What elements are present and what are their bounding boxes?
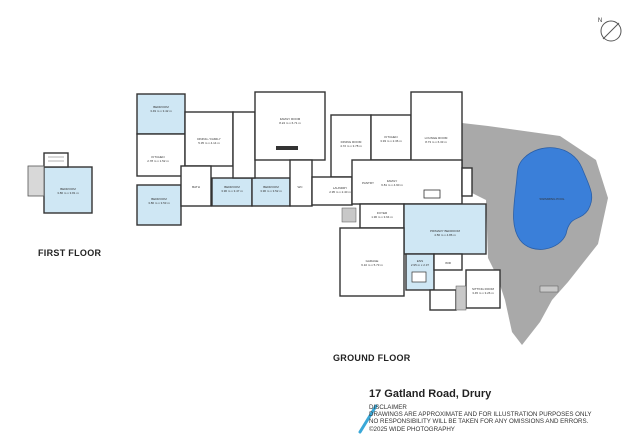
- compass-label: N: [598, 18, 602, 24]
- disclaimer-line-3: ©2025 WIDE PHOTOGRAPHY: [369, 425, 455, 433]
- disclaimer: DISCLAIMER DRAWINGS ARE APPROXIMATE AND …: [369, 404, 592, 433]
- sitting-deck: [455, 285, 467, 311]
- garage-label: GARAGE: [366, 259, 379, 263]
- wir-label: WIR: [445, 261, 452, 265]
- dining-family-label: DINING / FAMILY: [197, 137, 220, 141]
- disclaimer-title: DISCLAIMER: [369, 404, 407, 411]
- bedroom-mid2-label: BEDROOM: [263, 185, 279, 189]
- fireplace: [276, 146, 298, 150]
- bedroom-mid2: [251, 177, 291, 207]
- ground-floor-plan: BEDROOM 3.49 m x 3.42 m KITCHEN 2.78 m x…: [136, 91, 501, 311]
- pantry-label: PANTRY: [362, 181, 374, 185]
- disclaimer-line-2: NO RESPONSIBILITY WILL BE TAKEN FOR ANY …: [369, 418, 589, 426]
- wir: [433, 253, 463, 271]
- bedroom-top: [136, 93, 186, 135]
- primary-bedroom: [403, 203, 487, 255]
- foyer-label: FOYER: [377, 211, 388, 215]
- foyer-dims: 1.96 m x 3.64 m: [371, 215, 393, 219]
- kitchen-dims: 3.93 m x 2.36 m: [380, 139, 402, 143]
- primary-bedroom-dims: 4.56 m x 4.86 m: [434, 233, 456, 237]
- bedroom-top-dims: 3.49 m x 3.42 m: [150, 109, 172, 113]
- pool-furniture: [539, 285, 559, 293]
- bedroom-top-label: BEDROOM: [153, 105, 169, 109]
- wc-bath: [289, 159, 313, 207]
- family-room-label: FAMILY ROOM: [280, 117, 301, 121]
- lounge-step: [461, 167, 473, 197]
- kitchen: [370, 114, 412, 161]
- garage: [339, 227, 405, 297]
- laundry: [311, 176, 353, 206]
- ensuite-dims: 2.95 m x 2.37: [411, 263, 430, 267]
- primary-bedroom-label: PRIMARY BEDROOM: [430, 229, 460, 233]
- lounge-room: [410, 91, 463, 171]
- kitchenette-dims: 2.78 m x 1.52 m: [147, 159, 169, 163]
- first-floor-deck: [27, 165, 45, 197]
- bathtub: [411, 271, 427, 283]
- garage-dims: 6.10 m x 5.73 m: [361, 263, 383, 267]
- compass-icon: N: [598, 18, 622, 42]
- pool-label: SWIMMING POOL: [539, 197, 564, 201]
- bedroom-mid1-dims: 3.96 m x 3.47 m: [221, 189, 243, 193]
- ensuite-kitchenette: [136, 133, 186, 177]
- bedroom-mid2-dims: 3.96 m x 3.52 m: [260, 189, 282, 193]
- first-bedroom-label: BEDROOM: [60, 187, 76, 191]
- bedroom-mid1-label: BEDROOM: [224, 185, 240, 189]
- family-room-dims: 8.24 m x 6.71 m: [279, 121, 301, 125]
- wide-photography-logo: [358, 404, 378, 434]
- dining-room-label: DINING ROOM: [341, 140, 362, 144]
- dining-family-dims: 5.35 m x 4.14 m: [198, 141, 220, 145]
- kitchen-label: KITCHEN: [384, 135, 397, 139]
- kitchen-island: [423, 189, 441, 199]
- bedroom-left: [136, 184, 182, 226]
- laundry-label: LAUNDRY: [333, 186, 347, 190]
- foyer: [359, 203, 405, 229]
- bedroom-left-dims: 3.86 m x 3.53 m: [148, 201, 170, 205]
- family-label: FAMILY: [387, 179, 397, 183]
- kitchenette-label: KITCHEN: [151, 155, 164, 159]
- laundry-dims: 2.95 m x 2.40 m: [329, 190, 351, 194]
- bedroom-mid1: [211, 177, 253, 207]
- ensuite-label: ENS: [417, 259, 423, 263]
- lounge-room-label: LOUNGE ROOM: [425, 136, 448, 140]
- swimming-pool: [513, 147, 593, 250]
- sitting-room-dims: 3.45 m x 3.26 m: [472, 291, 494, 295]
- bath-label: BATH: [192, 185, 200, 189]
- disclaimer-line-1: DRAWINGS ARE APPROXIMATE AND FOR ILLUSTR…: [369, 411, 592, 419]
- first-floor-plan: BEDROOM 3.86 m x 3.81 m: [27, 152, 93, 214]
- sitting-ensuite: [429, 289, 457, 311]
- wc-label: WC: [298, 185, 304, 189]
- first-bedroom-dims: 3.86 m x 3.81 m: [57, 191, 79, 195]
- first-floor-label: FIRST FLOOR: [38, 248, 102, 258]
- sitting-room-label: SITTING ROOM: [472, 287, 495, 291]
- family-dims: 6.81 m x 4.90 m: [381, 183, 403, 187]
- ground-floor-label: GROUND FLOOR: [333, 353, 411, 363]
- porch: [341, 207, 357, 223]
- ensuite: [405, 253, 435, 291]
- bedroom-left-label: BEDROOM: [151, 197, 167, 201]
- property-address: 17 Gatland Road, Drury: [369, 388, 492, 400]
- hallway: [232, 111, 256, 179]
- dining-room-dims: 4.72 m x 3.78 m: [340, 144, 362, 148]
- bath-hall: [180, 165, 212, 207]
- lounge-room-dims: 8.73 m x 6.33 m: [425, 140, 447, 144]
- first-floor-stair: [43, 152, 69, 168]
